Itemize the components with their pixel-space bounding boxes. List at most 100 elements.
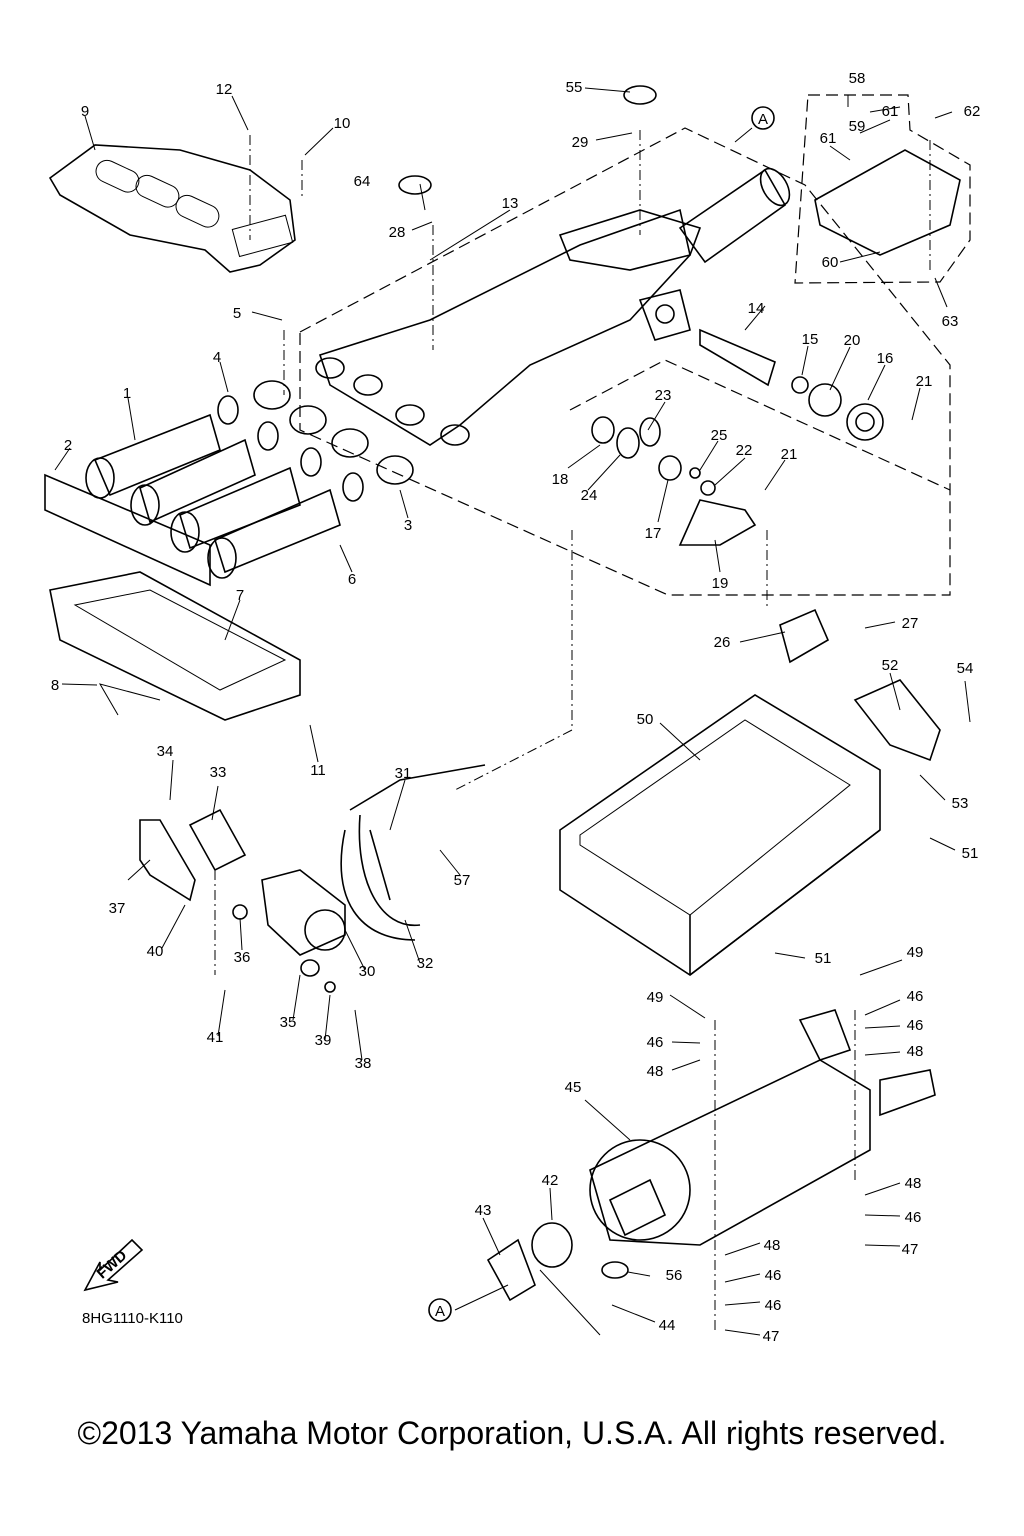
callout-64: 64	[354, 173, 371, 190]
callout-58: 58	[849, 70, 866, 87]
callout-28: 28	[389, 224, 406, 241]
bracket-parts	[591, 416, 830, 664]
callout-46a: 46	[647, 1034, 664, 1051]
callout-62: 62	[964, 103, 981, 120]
callout-19: 19	[712, 575, 729, 592]
callout-13: 13	[502, 195, 519, 212]
callout-47b: 47	[763, 1328, 780, 1345]
callout-29: 29	[572, 134, 589, 151]
callout-16: 16	[877, 350, 894, 367]
callout-10: 10	[334, 115, 351, 132]
callout-21a: 21	[916, 373, 933, 390]
exhaust-bellows-set	[85, 395, 364, 579]
svg-text:A: A	[435, 1303, 445, 1320]
heat-shield-lower	[49, 571, 301, 721]
callout-22: 22	[736, 442, 753, 459]
callout-25: 25	[711, 427, 728, 444]
callout-44: 44	[659, 1317, 676, 1334]
callout-31: 31	[395, 765, 412, 782]
plug-64	[398, 175, 432, 195]
callout-23: 23	[655, 387, 672, 404]
callout-numbers: 1 2 3 4 5 6 7 8 9 10 11 12 13 14 15 16 1…	[51, 70, 981, 1345]
callout-8: 8	[51, 677, 59, 694]
heat-shield-upper	[48, 144, 296, 273]
callout-18: 18	[552, 471, 569, 488]
ref-marker-a-top: A	[734, 106, 775, 143]
callout-51b: 51	[815, 950, 832, 967]
upper-right-shield-outline	[794, 94, 971, 284]
callout-46b: 46	[907, 988, 924, 1005]
callout-48c: 48	[905, 1175, 922, 1192]
exhaust-manifold	[315, 167, 791, 446]
diagram-code: 8HG1110-K110	[82, 1310, 183, 1327]
callout-6: 6	[348, 571, 356, 588]
callout-20: 20	[844, 332, 861, 349]
callout-50: 50	[637, 711, 654, 728]
callout-15: 15	[802, 331, 819, 348]
callout-12: 12	[216, 81, 233, 98]
plug-55	[623, 85, 657, 105]
svg-text:A: A	[758, 111, 768, 128]
callout-21b: 21	[781, 446, 798, 463]
callout-40: 40	[147, 943, 164, 960]
callout-48b: 48	[907, 1043, 924, 1060]
callout-43: 43	[475, 1202, 492, 1219]
callout-61b: 61	[820, 130, 837, 147]
callout-39: 39	[315, 1032, 332, 1049]
callout-57: 57	[454, 872, 471, 889]
callout-49b: 49	[907, 944, 924, 961]
callout-26: 26	[714, 634, 731, 651]
fwd-arrow-icon: FWD	[83, 1238, 144, 1292]
callout-3: 3	[404, 517, 412, 534]
callout-49a: 49	[647, 989, 664, 1006]
callout-33: 33	[210, 764, 227, 781]
callout-14: 14	[748, 300, 765, 317]
callout-17: 17	[645, 525, 662, 542]
muffler	[589, 1009, 936, 1246]
callout-55: 55	[566, 79, 583, 96]
callout-5: 5	[233, 305, 241, 322]
water-box	[559, 694, 881, 976]
callout-42: 42	[542, 1172, 559, 1189]
copyright-notice: ©2013 Yamaha Motor Corporation, U.S.A. A…	[77, 1415, 947, 1451]
callout-36: 36	[234, 949, 251, 966]
callout-7: 7	[236, 587, 244, 604]
callout-53: 53	[952, 795, 969, 812]
callout-46f: 46	[765, 1297, 782, 1314]
callout-34: 34	[157, 743, 174, 760]
callout-45: 45	[565, 1079, 582, 1096]
heat-shield-right	[814, 149, 961, 256]
muffler-bracket	[853, 679, 941, 762]
callout-4: 4	[213, 349, 221, 366]
callout-59: 59	[849, 118, 866, 135]
callout-9: 9	[81, 103, 89, 120]
callout-38: 38	[355, 1055, 372, 1072]
callout-1: 1	[123, 385, 131, 402]
callout-41: 41	[207, 1029, 224, 1046]
callout-2: 2	[64, 437, 72, 454]
manifold-gasket	[44, 473, 211, 587]
callout-47a: 47	[902, 1241, 919, 1258]
callout-51a: 51	[962, 845, 979, 862]
callout-32: 32	[417, 955, 434, 972]
callout-48a: 48	[647, 1063, 664, 1080]
joint-pipe-parts	[699, 328, 884, 441]
muffler-fittings	[486, 1222, 629, 1302]
clamps	[253, 380, 414, 485]
bracket-group-outline	[569, 359, 951, 491]
callout-63: 63	[942, 313, 959, 330]
manifold-group-outline	[299, 127, 951, 596]
callout-11: 11	[310, 762, 326, 779]
callout-56: 56	[666, 1267, 683, 1284]
leader-lines	[54, 87, 971, 1336]
callout-30: 30	[359, 963, 376, 980]
callout-60: 60	[822, 254, 839, 271]
callout-61a: 61	[882, 103, 899, 120]
callout-46e: 46	[765, 1267, 782, 1284]
callout-37: 37	[109, 900, 126, 917]
ref-marker-a-bottom: A	[428, 1298, 452, 1322]
callout-46d: 46	[905, 1209, 922, 1226]
callout-48d: 48	[764, 1237, 781, 1254]
callout-46c: 46	[907, 1017, 924, 1034]
